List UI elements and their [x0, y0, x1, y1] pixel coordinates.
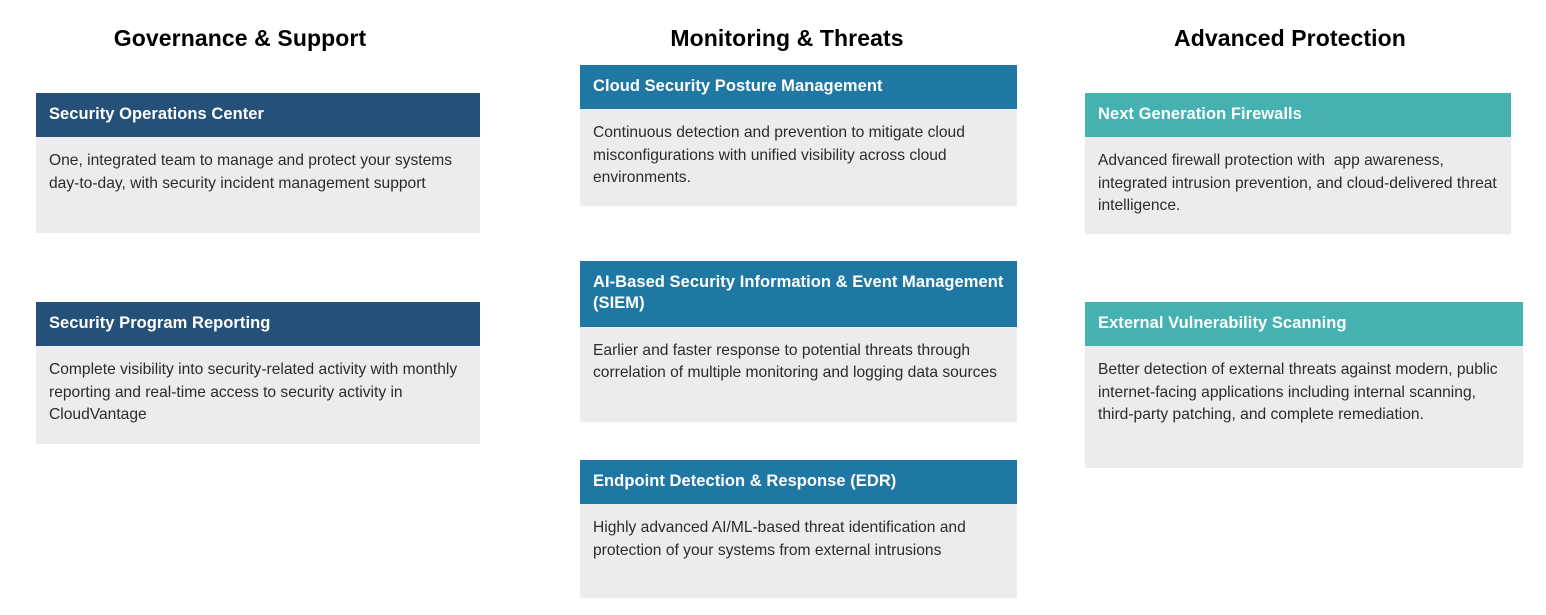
card-body-external-vulnerability-scanning: Better detection of external threats aga…: [1085, 346, 1523, 469]
card-title-security-program-reporting: Security Program Reporting: [36, 302, 480, 347]
card-title-cloud-security-posture-management: Cloud Security Posture Management: [580, 65, 1017, 110]
column-heading-governance-support: Governance & Support: [113, 25, 367, 52]
card-title-security-operations-center: Security Operations Center: [36, 93, 480, 138]
card-body-cloud-security-posture-management: Continuous detection and prevention to m…: [580, 109, 1017, 207]
card-body-next-generation-firewalls: Advanced firewall protection with app aw…: [1085, 137, 1511, 235]
card-next-generation-firewalls[interactable]: Next Generation Firewalls Advanced firew…: [1085, 93, 1511, 235]
card-body-endpoint-detection-response: Highly advanced AI/ML-based threat ident…: [580, 504, 1017, 599]
card-endpoint-detection-response[interactable]: Endpoint Detection & Response (EDR) High…: [580, 460, 1017, 599]
card-title-external-vulnerability-scanning: External Vulnerability Scanning: [1085, 302, 1523, 347]
card-body-security-operations-center: One, integrated team to manage and prote…: [36, 137, 480, 234]
card-security-operations-center[interactable]: Security Operations Center One, integrat…: [36, 93, 480, 234]
column-heading-monitoring-threats: Monitoring & Threats: [670, 25, 904, 52]
card-title-endpoint-detection-response: Endpoint Detection & Response (EDR): [580, 460, 1017, 505]
column-heading-advanced-protection: Advanced Protection: [1174, 25, 1406, 52]
card-body-ai-based-siem: Earlier and faster response to potential…: [580, 326, 1017, 422]
card-title-ai-based-siem: AI-Based Security Information & Event Ma…: [580, 261, 1017, 327]
card-body-security-program-reporting: Complete visibility into security-relate…: [36, 346, 480, 445]
card-security-program-reporting[interactable]: Security Program Reporting Complete visi…: [36, 302, 480, 445]
card-ai-based-siem[interactable]: AI-Based Security Information & Event Ma…: [580, 261, 1017, 422]
card-external-vulnerability-scanning[interactable]: External Vulnerability Scanning Better d…: [1085, 302, 1523, 469]
card-title-next-generation-firewalls: Next Generation Firewalls: [1085, 93, 1511, 138]
card-cloud-security-posture-management[interactable]: Cloud Security Posture Management Contin…: [580, 65, 1017, 207]
